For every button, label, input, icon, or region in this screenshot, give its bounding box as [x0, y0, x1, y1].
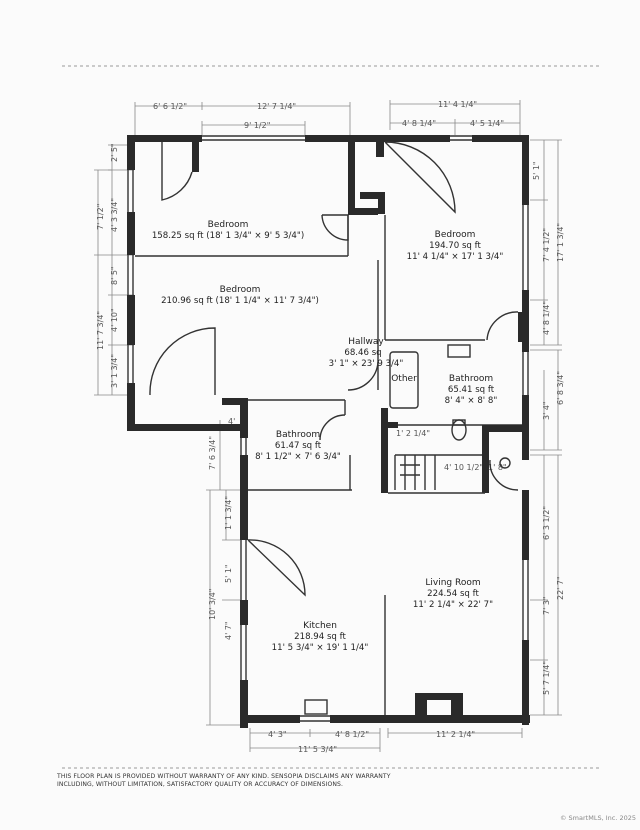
- toilet: [451, 419, 467, 441]
- dim-top-2: 12' 7 1/4": [257, 102, 296, 111]
- dim-left-7: 3' 1 3/4": [110, 354, 119, 388]
- windows: [127, 135, 529, 722]
- door-side-entry: [489, 459, 519, 491]
- room-labels: Bedroom 158.25 sq ft (18' 1 3/4" × 9' 5 …: [152, 220, 504, 653]
- kitchen-sink: [304, 699, 328, 715]
- dim-left-6: 4' 10": [110, 308, 119, 332]
- bathtub: [389, 351, 419, 409]
- room-dims-bathroom-1: 8' 4" × 8' 8": [445, 396, 498, 406]
- dim-bottom-3: 11' 5 3/4": [298, 745, 337, 754]
- room-area-living: 224.54 sq ft: [427, 589, 479, 599]
- walls: [127, 135, 530, 728]
- dim-right-10: 5' 7 1/4": [542, 661, 551, 695]
- dim-top-5: 4' 8 1/4": [402, 119, 436, 128]
- room-dims-bathroom-2: 8' 1 1/2" × 7' 6 3/4": [255, 452, 341, 462]
- fixtures: [304, 344, 511, 715]
- dim-right-5: 6' 8 3/4": [556, 371, 565, 405]
- room-name-bedroom-2: Bedroom: [435, 230, 476, 240]
- disclaimer: THIS FLOOR PLAN IS PROVIDED WITHOUT WARR…: [57, 773, 477, 789]
- room-name-kitchen: Kitchen: [303, 621, 337, 631]
- room-name-other: Other: [391, 374, 417, 384]
- dim-left-8: 7' 6 3/4": [208, 436, 217, 470]
- dim-bottom-4: 11' 2 1/4": [436, 730, 475, 739]
- dim-interior-3: 1' 8": [488, 463, 507, 472]
- dim-left-4: 11' 7 3/4": [96, 311, 105, 350]
- dim-bottom-1: 4' 3": [268, 730, 287, 739]
- water-heater: [499, 457, 511, 469]
- dim-right-6: 3' 4": [542, 401, 551, 420]
- room-name-bedroom-3: Bedroom: [220, 285, 261, 295]
- dim-left-12: 4' 7": [224, 621, 233, 640]
- room-name-bathroom-1: Bathroom: [449, 374, 493, 384]
- dim-left-9: 1' 1 3/4": [224, 496, 233, 530]
- dim-bottom-2: 4' 8 1/2": [335, 730, 369, 739]
- dim-left-1: 2' 5": [110, 143, 119, 162]
- room-area-bathroom-2: 61.47 sq ft: [275, 441, 322, 451]
- room-name-bedroom-1: Bedroom: [208, 220, 249, 230]
- dim-right-2: 17' 1 3/4": [556, 223, 565, 262]
- door-bathroom1: [486, 311, 519, 341]
- dim-top-3: 9' 1/2": [244, 121, 270, 130]
- room-dims-kitchen: 11' 5 3/4" × 19' 1 1/4": [272, 643, 369, 653]
- dim-top-4: 11' 4 1/4": [438, 100, 477, 109]
- door-bathroom2: [319, 414, 346, 441]
- room-area-bathroom-1: 65.41 sq ft: [448, 385, 495, 395]
- dim-interior-4: 4': [228, 417, 235, 426]
- dim-right-3: 7' 4 1/2": [542, 228, 551, 262]
- dim-left-3: 4' 3 3/4": [110, 198, 119, 232]
- room-dims-hallway: 3' 1" × 23' 9 3/4": [329, 359, 404, 369]
- door-bedroom1: [161, 142, 193, 201]
- door-bedroom3: [149, 327, 216, 396]
- room-name-living: Living Room: [425, 578, 480, 588]
- dim-right-7: 6' 3 1/2": [542, 506, 551, 540]
- dim-left-2: 7' 1/2": [96, 204, 105, 230]
- dim-interior-1: 1' 2 1/4": [396, 429, 430, 438]
- dim-interior-2: 4' 10 1/2": [444, 463, 483, 472]
- dim-right-8: 22' 7": [556, 576, 565, 600]
- stairs: [394, 454, 482, 490]
- dim-right-9: 7' 3": [542, 596, 551, 615]
- door-hallway: [347, 361, 379, 391]
- room-area-bedroom-2: 194.70 sq ft: [429, 241, 481, 251]
- room-name-hallway: Hallway: [348, 337, 384, 347]
- disclaimer-line-2: INCLUDING, WITHOUT LIMITATION, SATISFACT…: [57, 781, 344, 788]
- room-name-bathroom-2: Bathroom: [276, 430, 320, 440]
- dim-top-1: 6' 6 1/2": [153, 102, 187, 111]
- room-dims-living: 11' 2 1/4" × 22' 7": [413, 600, 493, 610]
- doors: [149, 141, 519, 597]
- dim-right-1: 5' 1": [532, 161, 541, 180]
- copyright-credit: © SmartMLS, Inc. 2025: [559, 814, 636, 822]
- room-area-hallway: 68.46 sq: [344, 348, 381, 358]
- room-area-kitchen: 218.94 sq ft: [294, 632, 346, 642]
- bathroom-sink: [447, 344, 471, 358]
- dim-left-10: 10' 3/4": [208, 589, 217, 620]
- room-area-bedroom-1: 158.25 sq ft (18' 1 3/4" × 9' 5 3/4"): [152, 231, 304, 241]
- disclaimer-line-1: THIS FLOOR PLAN IS PROVIDED WITHOUT WARR…: [57, 773, 391, 780]
- dimension-labels: 6' 6 1/2" 12' 7 1/4" 9' 1/2" 11' 4 1/4" …: [96, 100, 565, 754]
- dim-left-11: 5' 1": [224, 564, 233, 583]
- door-hall-closet: [321, 214, 349, 241]
- dim-right-4: 4' 8 1/4": [542, 301, 551, 335]
- dim-top-6: 4' 5 1/4": [470, 119, 504, 128]
- room-dims-bedroom-2: 11' 4 1/4" × 17' 1 3/4": [407, 252, 504, 262]
- room-area-bedroom-3: 210.96 sq ft (18' 1 1/4" × 11' 7 3/4"): [161, 296, 319, 306]
- toilet-tank: [452, 419, 466, 426]
- dim-left-5: 8' 5": [110, 266, 119, 285]
- door-kitchen-west: [247, 539, 306, 597]
- door-bedroom2: [384, 141, 456, 214]
